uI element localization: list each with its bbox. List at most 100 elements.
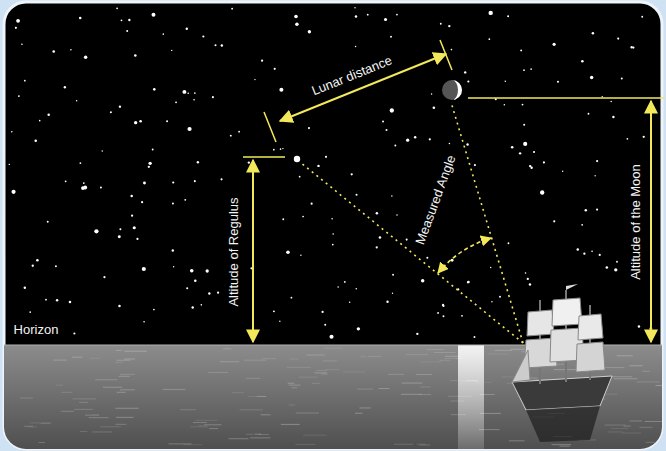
star xyxy=(273,310,275,312)
star xyxy=(29,311,31,313)
wave xyxy=(115,408,138,409)
star xyxy=(153,88,156,91)
star xyxy=(261,60,263,62)
star xyxy=(184,199,186,201)
star xyxy=(39,120,41,122)
star xyxy=(461,315,463,317)
star xyxy=(141,201,143,203)
star xyxy=(414,136,416,138)
wave xyxy=(645,442,662,443)
moon xyxy=(442,80,462,100)
wave xyxy=(196,420,218,421)
altitude-label: Altitude of Regulus xyxy=(227,196,241,307)
star xyxy=(437,312,439,314)
wave xyxy=(223,348,231,349)
wave xyxy=(85,415,91,416)
star xyxy=(627,138,629,140)
wave xyxy=(120,374,135,375)
star xyxy=(557,81,559,83)
star xyxy=(110,111,112,113)
star xyxy=(70,49,72,51)
star xyxy=(356,288,358,290)
star xyxy=(34,139,37,142)
horizon-label: Horizon xyxy=(13,323,60,337)
wave xyxy=(246,434,253,435)
star xyxy=(186,28,188,30)
star xyxy=(392,292,393,293)
star xyxy=(641,16,643,18)
star xyxy=(32,265,34,267)
star xyxy=(488,11,492,15)
wave xyxy=(115,424,126,425)
wave xyxy=(617,355,633,356)
star xyxy=(36,259,39,262)
star xyxy=(76,100,78,102)
wave xyxy=(426,349,444,350)
star xyxy=(530,68,532,70)
star xyxy=(11,190,15,194)
wave xyxy=(248,396,267,397)
star xyxy=(594,175,595,176)
star xyxy=(440,23,442,25)
wave xyxy=(502,376,514,377)
star xyxy=(69,301,72,304)
star xyxy=(9,164,10,165)
wave xyxy=(287,367,311,368)
wave xyxy=(90,358,100,359)
star xyxy=(166,120,168,122)
wave xyxy=(629,365,642,366)
wave xyxy=(611,428,628,429)
star xyxy=(329,335,333,339)
star xyxy=(508,242,510,244)
star xyxy=(617,38,619,40)
star xyxy=(126,30,128,32)
star xyxy=(406,139,409,142)
star xyxy=(274,68,276,70)
wave xyxy=(116,417,134,418)
wave xyxy=(232,392,244,393)
star xyxy=(55,265,57,267)
star xyxy=(394,145,396,147)
star xyxy=(442,305,444,307)
star xyxy=(134,121,137,124)
star xyxy=(522,104,524,106)
star xyxy=(474,164,476,166)
wave xyxy=(610,376,632,377)
star xyxy=(591,251,593,253)
star xyxy=(382,120,384,122)
star xyxy=(21,43,23,45)
star xyxy=(65,180,67,182)
star xyxy=(317,165,319,167)
lunar-distance-arrow xyxy=(280,54,446,121)
wave xyxy=(401,394,422,395)
star xyxy=(299,176,301,178)
star xyxy=(433,107,436,110)
star xyxy=(73,333,75,335)
star xyxy=(599,254,601,256)
altitude-tick xyxy=(468,97,664,99)
star xyxy=(520,49,522,51)
star xyxy=(194,180,196,182)
star xyxy=(467,80,469,82)
star xyxy=(101,150,102,151)
star xyxy=(391,195,392,196)
star xyxy=(131,215,133,217)
wave xyxy=(314,372,327,373)
wave xyxy=(317,370,327,371)
star xyxy=(523,142,527,146)
star xyxy=(533,151,535,153)
wave xyxy=(193,422,207,423)
star xyxy=(197,161,199,163)
star xyxy=(321,311,323,313)
star xyxy=(331,218,333,220)
star xyxy=(396,14,398,16)
wave xyxy=(321,374,327,375)
star xyxy=(279,321,280,322)
star xyxy=(133,226,136,229)
wave xyxy=(209,428,218,429)
wave xyxy=(495,350,513,351)
star xyxy=(11,131,13,133)
wave xyxy=(559,446,569,447)
wave xyxy=(642,371,649,372)
star xyxy=(396,214,398,216)
